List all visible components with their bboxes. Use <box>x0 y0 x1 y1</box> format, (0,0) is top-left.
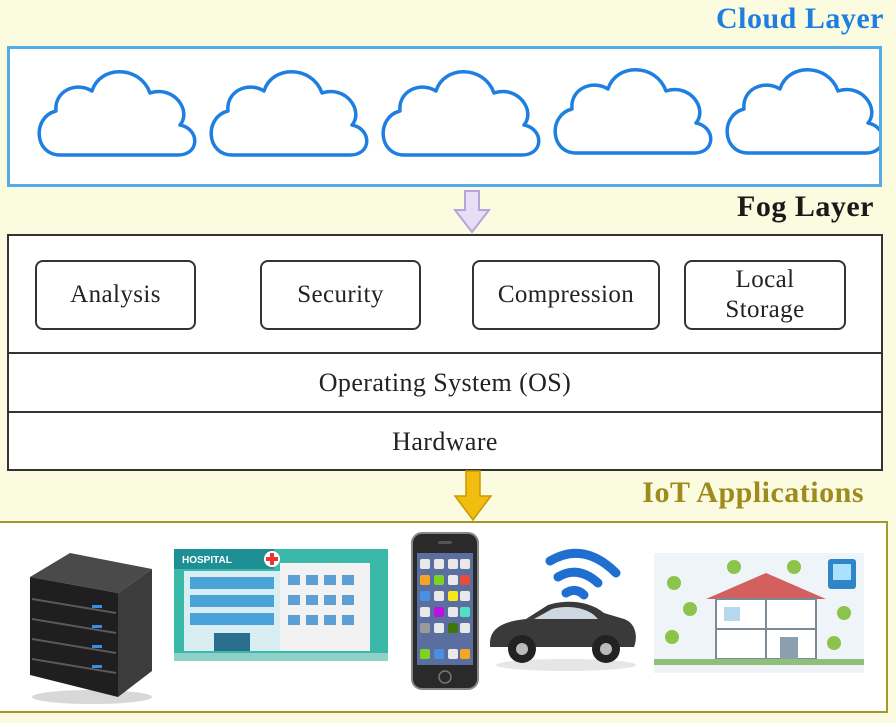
down-arrow-icon <box>453 470 493 522</box>
cloud-icon <box>725 67 879 155</box>
module-label: Security <box>297 281 384 308</box>
fog-layer-title: Fog Layer <box>737 190 874 223</box>
analysis-module: Analysis <box>35 260 196 330</box>
down-arrow-icon <box>452 190 492 234</box>
cloud-layer-box <box>7 46 882 187</box>
cloud-icon <box>553 67 713 155</box>
module-label: Analysis <box>70 281 161 308</box>
connected-car-icon <box>490 548 636 671</box>
smart-home-icon <box>654 553 864 673</box>
local-storage-module: Local Storage <box>684 260 846 330</box>
clouds-group <box>37 67 879 157</box>
hospital-icon: HOSPITAL <box>174 549 388 661</box>
hospital-sign-text: HOSPITAL <box>182 555 232 566</box>
security-module: Security <box>260 260 421 330</box>
hardware-label: Hardware <box>392 427 498 456</box>
operating-system-row: Operating System (OS) <box>9 352 881 411</box>
fog-layer-box: Analysis Security Compression Local Stor… <box>7 234 883 471</box>
hardware-row: Hardware <box>9 411 881 471</box>
smartphone-icon <box>411 532 479 690</box>
module-label: Compression <box>497 281 635 308</box>
compression-module: Compression <box>472 260 660 330</box>
module-label: Local Storage <box>725 266 805 323</box>
os-label: Operating System (OS) <box>318 367 572 397</box>
cloud-icon <box>37 69 197 157</box>
server-icon <box>30 553 152 704</box>
cloud-icon <box>381 69 541 157</box>
cloud-layer-title: Cloud Layer <box>715 2 884 35</box>
iot-applications-title: IoT Applications <box>642 476 864 509</box>
iot-applications-box: HOSPITAL <box>0 521 888 713</box>
cloud-icon <box>209 69 369 157</box>
